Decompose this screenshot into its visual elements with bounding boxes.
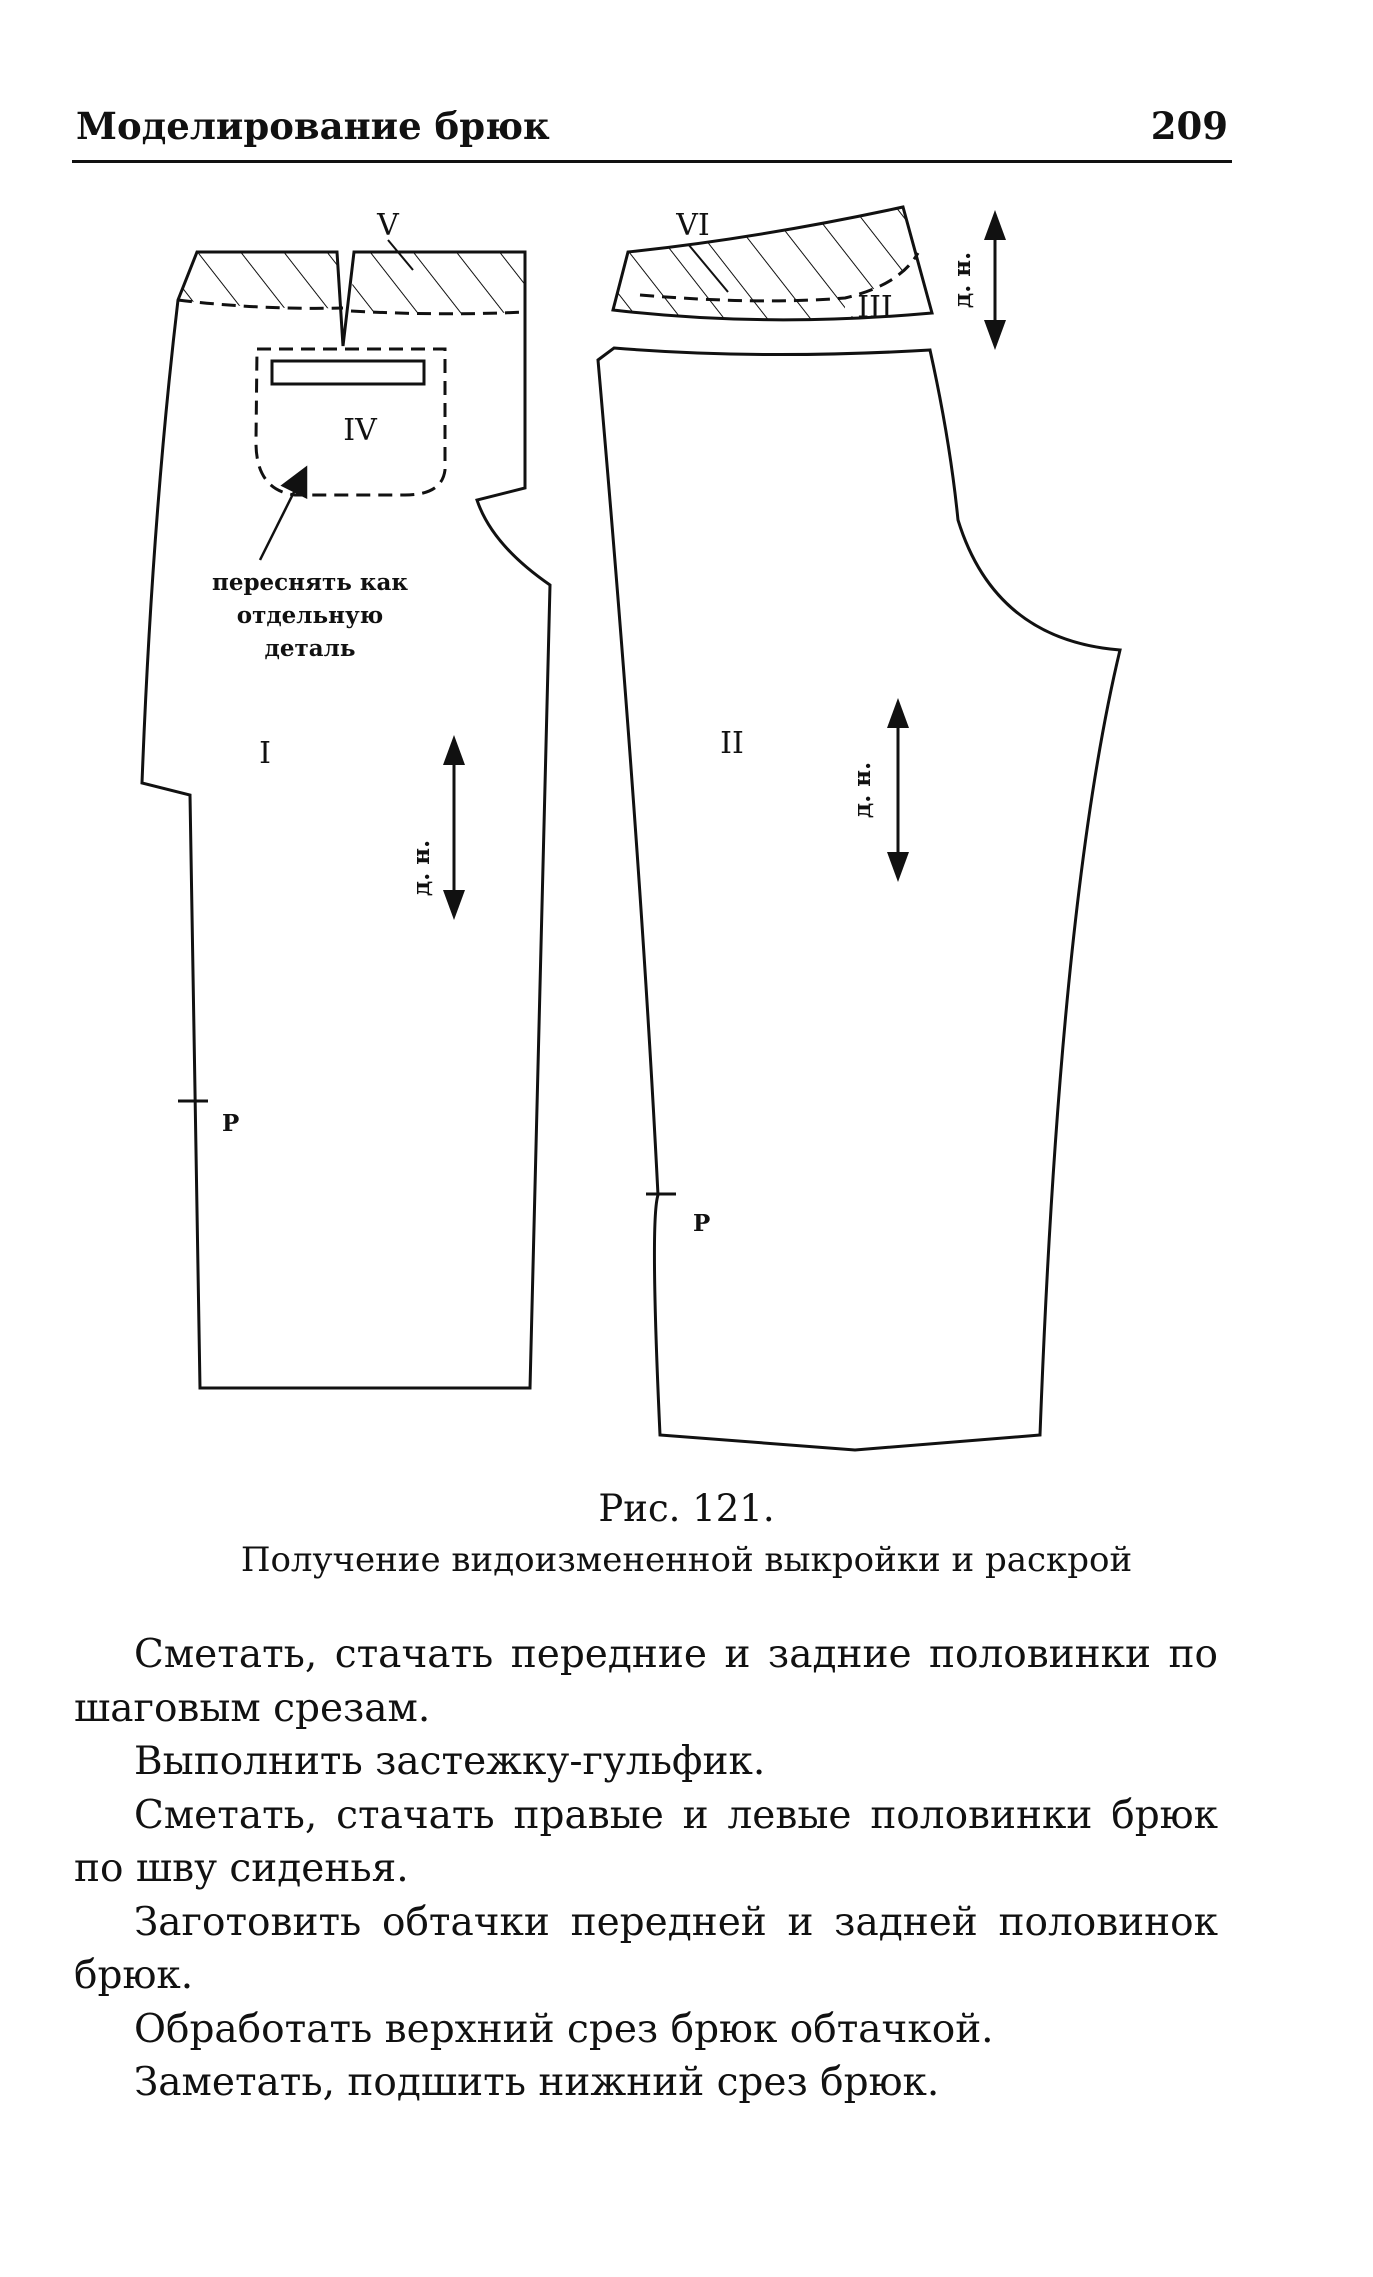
label-back-yoke: VI — [675, 208, 710, 243]
figure-caption-title: Получение видоизмененной выкройки и раск… — [240, 1540, 1133, 1580]
back-yoke-piece — [611, 205, 1006, 350]
paragraph: Сметать, стачать передние и задние полов… — [74, 1632, 1218, 1731]
label-back-yoke-part: III — [857, 290, 893, 325]
body-text: Сметать, стачать передние и задние полов… — [74, 1628, 1218, 2110]
note-line-2: отдельную — [237, 602, 384, 629]
note-line-3: деталь — [265, 635, 356, 662]
notch-label-front: Р — [222, 1110, 239, 1137]
back-trouser-piece — [596, 346, 1122, 1452]
grain-label-yoke: д. н. — [949, 252, 976, 308]
label-back-piece: II — [720, 726, 744, 761]
paragraph: Заготовить обтачки передней и задней пол… — [74, 1899, 1218, 1999]
header-rule — [72, 160, 1232, 163]
running-header-title: Моделирование брюк — [76, 104, 550, 148]
grain-label-back: д. н. — [849, 762, 876, 818]
paragraph: Обработать верхний срез брюк обтачкой. — [134, 2006, 994, 2052]
label-front-piece: I — [259, 736, 271, 771]
label-pocket: IV — [343, 413, 378, 448]
paragraph: Сметать, стачать правые и левые половинк… — [74, 1792, 1218, 1892]
figure-caption-number: Рис. 121. — [598, 1487, 775, 1530]
grain-label-front: д. н. — [408, 840, 435, 896]
label-front-yoke: V — [376, 208, 400, 243]
page-number: 209 — [1150, 104, 1228, 148]
note-line-1: переснять как — [212, 569, 408, 596]
notch-label-back: Р — [693, 1210, 710, 1237]
paragraph: Выполнить застежку-гульфик. — [134, 1739, 766, 1784]
pattern-figure: V IV I VI III II переснять как отдельную… — [140, 205, 1122, 1452]
paragraph: Заметать, подшить нижний срез брюк. — [134, 2060, 940, 2105]
front-trouser-piece — [140, 239, 552, 1390]
